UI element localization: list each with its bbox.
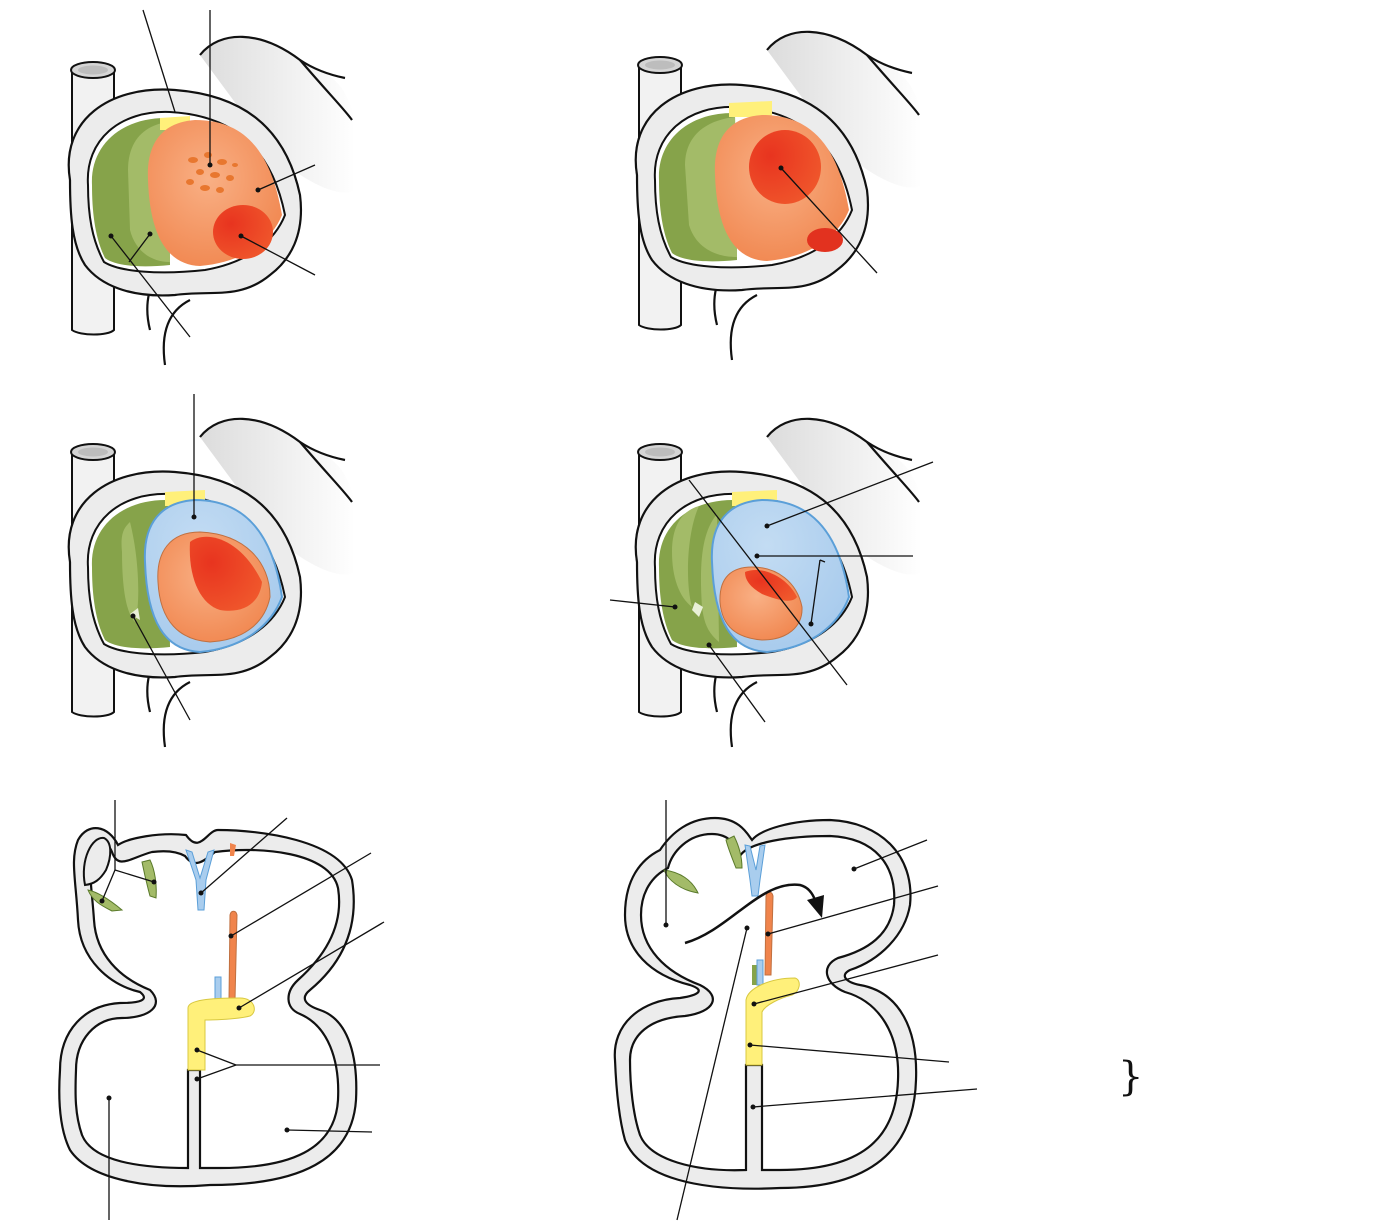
brace-glyph: } <box>1118 1054 1143 1100</box>
panel-top-right <box>634 30 924 362</box>
panel-middle-right <box>609 417 934 749</box>
panel-top-left <box>67 9 357 367</box>
panel-middle-left <box>67 394 357 749</box>
panel-bottom-right <box>613 800 978 1221</box>
panel-bottom-left <box>58 800 385 1220</box>
